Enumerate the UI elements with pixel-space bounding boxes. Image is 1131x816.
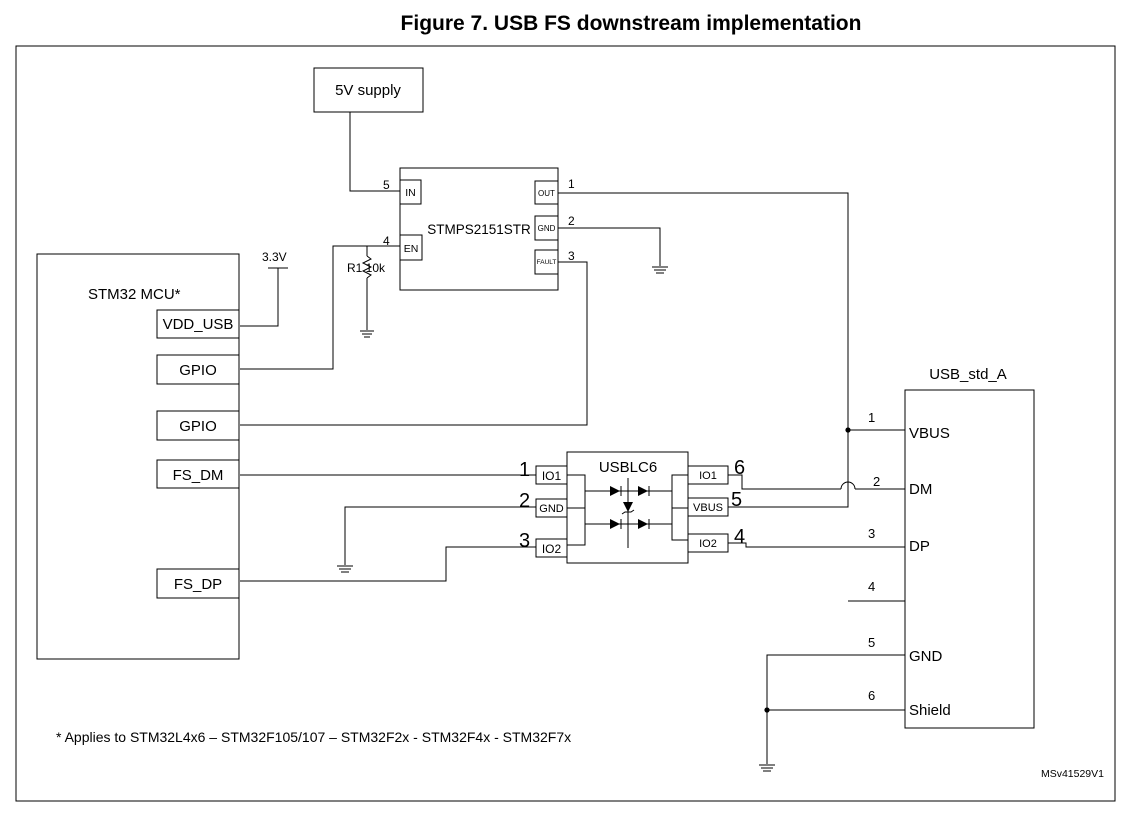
pin-in <box>399 179 422 205</box>
pin-gnd-number: 2 <box>568 214 575 228</box>
mcu-block: STM32 MCU* VDD_USB GPIO GPIO FS_DM FS_DP <box>36 253 240 660</box>
mcu-pin-gpio-fault: GPIO <box>179 418 217 435</box>
pin-out-label: OUT <box>538 189 555 198</box>
junction-dot <box>764 707 770 713</box>
wire-gnd-pin <box>558 227 661 266</box>
connector-pin-number: 2 <box>873 474 880 489</box>
esd-pin-number: 3 <box>519 530 530 552</box>
connector-name: USB_std_A <box>929 366 1007 383</box>
mcu-pin-box <box>156 309 240 339</box>
connector-body <box>904 389 1035 729</box>
mcu-pin-fs-dp: FS_DP <box>174 576 222 593</box>
ground-symbol <box>652 266 668 274</box>
esd-pin-number: 1 <box>519 459 530 481</box>
pin-en-label: EN <box>404 243 419 255</box>
esd-pin-io2-left: IO2 <box>542 542 562 556</box>
esd-pin-vbus-right: VBUS <box>693 502 723 514</box>
resistor-r1 <box>361 255 373 279</box>
connector-pin-number: 3 <box>868 526 875 541</box>
pin-out-number: 1 <box>568 177 575 191</box>
wire-3v3-to-vdd <box>240 268 279 327</box>
pin-en-number: 4 <box>383 234 390 248</box>
connector-pin-number: 6 <box>868 688 875 703</box>
esd-pin-box <box>535 538 568 558</box>
supply-label: 5V supply <box>335 82 401 99</box>
mcu-pin-vdd-usb: VDD_USB <box>163 316 234 333</box>
esd-pin-gnd-left: GND <box>539 503 564 515</box>
connector-pin-label: Shield <box>909 702 951 719</box>
wire-out-to-vbus <box>558 192 849 430</box>
esd-name: USBLC6 <box>599 459 657 476</box>
reference-code: MSv41529V1 <box>1041 768 1104 780</box>
mcu-pin-box <box>156 410 240 441</box>
usb-connector: USB_std_A VBUS DM DP GND Shield 1 2 3 4 … <box>868 366 1035 729</box>
footnote: * Applies to STM32L4x6 – STM32F105/107 –… <box>56 729 571 745</box>
power-switch-body <box>399 167 559 291</box>
esd-pin-io2-right: IO2 <box>699 538 717 550</box>
mcu-pin-gpio-en: GPIO <box>179 362 217 379</box>
figure-frame <box>15 45 1116 802</box>
pin-fault-number: 3 <box>568 249 575 263</box>
wire-esd-gnd <box>344 506 536 565</box>
esd-pin-number: 5 <box>731 489 742 511</box>
wire-fault-to-gpio <box>240 261 588 426</box>
connector-pin-label: VBUS <box>909 425 950 442</box>
wire-fs-dp <box>240 546 536 582</box>
ground-symbol <box>759 764 775 772</box>
ground-symbol <box>360 330 374 338</box>
esd-pin-io1-right: IO1 <box>699 470 717 482</box>
esd-protection-ic: USBLC6 IO1 GND IO2 IO1 VBUS IO2 1 2 3 6 … <box>519 451 745 564</box>
power-switch-name: STMPS2151STR <box>427 222 531 237</box>
figure-title: Figure 7. USB FS downstream implementati… <box>400 12 862 35</box>
pin-fault-label: FAULT <box>537 259 557 266</box>
junction-dot <box>845 427 851 433</box>
connector-pin-label: GND <box>909 648 943 665</box>
pin-in-label: IN <box>405 187 416 199</box>
connector-pin-number: 5 <box>868 635 875 650</box>
wire-esd-vbus <box>728 430 849 508</box>
pin-gnd-label: GND <box>538 224 556 233</box>
esd-pin-io1-left: IO1 <box>542 469 562 483</box>
ground-symbol <box>337 565 353 573</box>
pin-en <box>399 234 423 261</box>
diode-network-icon <box>567 474 688 548</box>
wire-gnd <box>766 654 905 764</box>
connector-pin-label: DM <box>909 481 932 498</box>
connector-pin-number: 1 <box>868 410 875 425</box>
pin-in-number: 5 <box>383 178 390 192</box>
wire-5v-to-in <box>349 112 400 192</box>
esd-pin-number: 4 <box>734 526 745 548</box>
mcu-pin-box <box>156 354 240 385</box>
connector-pin-label: DP <box>909 538 930 555</box>
mcu-name: STM32 MCU* <box>88 286 181 303</box>
vdd-rail-label: 3.3V <box>262 250 287 264</box>
esd-pin-number: 2 <box>519 490 530 512</box>
power-switch-ic: STMPS2151STR IN EN OUT GND FAULT 5 4 1 2… <box>383 167 575 291</box>
connector-pin-number: 4 <box>868 579 875 594</box>
mcu-pin-box <box>156 568 240 599</box>
wire-io2-to-dp <box>728 542 905 548</box>
esd-pin-number: 6 <box>734 457 745 479</box>
supply-box <box>313 67 424 113</box>
wire-io1-to-dm <box>728 474 841 490</box>
resistor-label: R1 10k <box>347 261 386 275</box>
mcu-pin-box <box>156 459 240 489</box>
mcu-pin-fs-dm: FS_DM <box>173 467 224 484</box>
